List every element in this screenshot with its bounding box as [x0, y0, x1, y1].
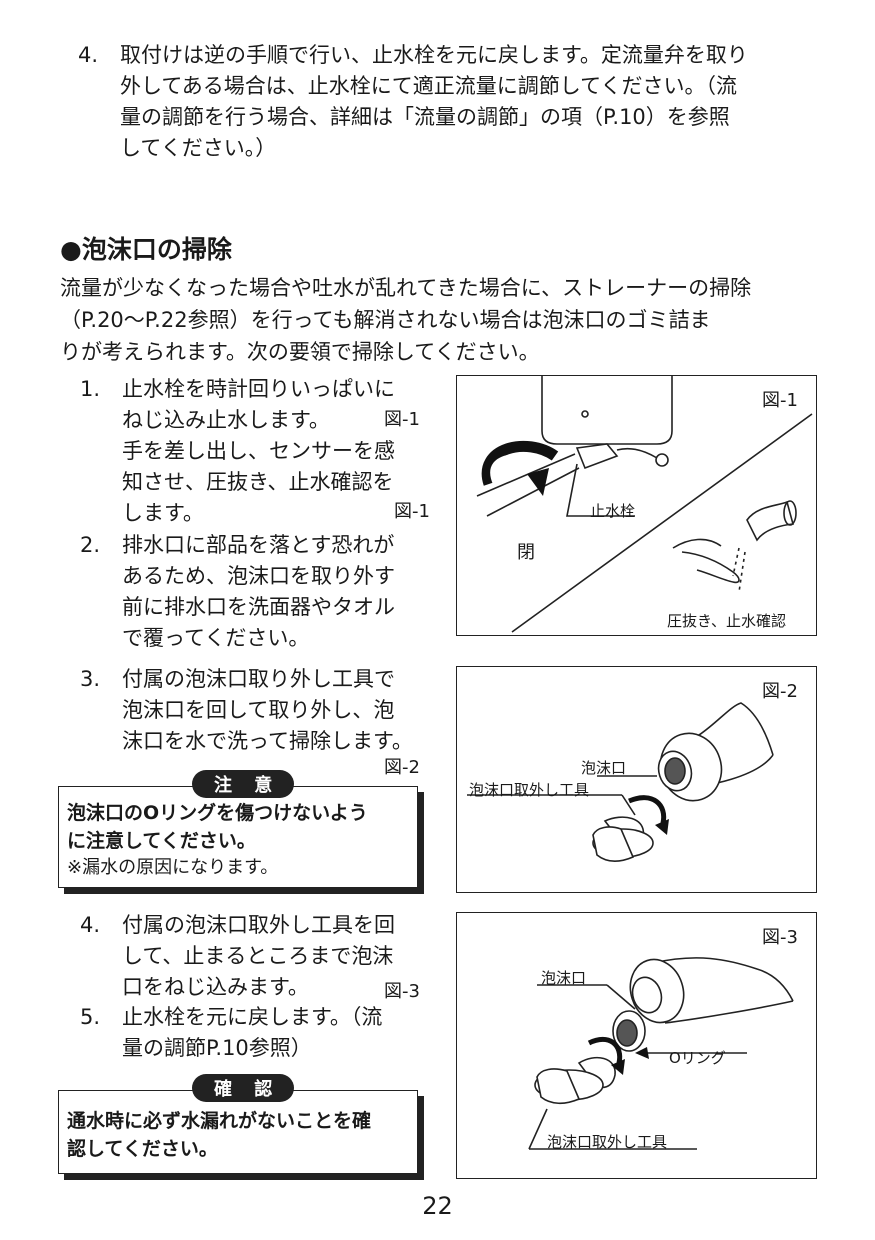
- figure-2-illustration: [467, 702, 774, 863]
- figure-2: 図-2 泡沫口 泡沫口取外し工具: [456, 666, 817, 893]
- prev-step-line: 外してある場合は、止水栓にて適正流量に調節してください。（流: [120, 74, 737, 98]
- prev-step-line: 取付けは逆の手順で行い、止水栓を元に戻します。定流量弁を取り: [120, 43, 748, 67]
- step-3: 3. 付属の泡沫口取り外し工具で 泡沫口を回して取り外し、泡 沫口を水で洗って掃…: [80, 664, 440, 778]
- caution-line: 泡沫口のOリングを傷つけないよう: [67, 802, 368, 824]
- intro-line: （P.20～P.22参照）を行っても解消されない場合は泡沫口のゴミ詰ま: [60, 308, 711, 332]
- aerator-tool-label: 泡沫口取外し工具: [469, 781, 590, 799]
- intro-line: 流量が少なくなった場合や吐水が乱れてきた場合に、ストレーナーの掃除: [60, 276, 752, 300]
- figure-1: 図-1 止水栓 閉 圧抜き、止水確認: [456, 375, 817, 636]
- step-line: 泡沫口を回して取り外し、泡: [122, 698, 395, 722]
- stopcock-label: 止水栓: [590, 502, 636, 520]
- oring-label: Oリング: [669, 1049, 726, 1067]
- prev-step-line: 量の調節を行う場合、詳細は「流量の調節」の項（P.10）を参照: [120, 105, 730, 129]
- figure-ref: 図-3: [384, 981, 420, 1002]
- figure-ref: 図-2: [384, 757, 420, 778]
- step-line: 付属の泡沫口取外し工具を回: [122, 913, 395, 937]
- step-line: あるため、泡沫口を取り外す: [122, 564, 395, 588]
- intro-line: りが考えられます。次の要領で掃除してください。: [60, 340, 540, 364]
- caution-box: 泡沫口のOリングを傷つけないよう に注意してください。 ※漏水の原因になります。: [58, 786, 418, 888]
- step-number: 2.: [80, 533, 101, 557]
- step-line: 付属の泡沫口取り外し工具で: [122, 667, 395, 691]
- confirm-label: 確 認: [192, 1074, 295, 1102]
- step-line: します。: [122, 501, 204, 525]
- step-line: 手を差し出し、センサーを感: [122, 439, 395, 463]
- step-number: 5.: [80, 1005, 101, 1029]
- step-line: 知させ、圧抜き、止水確認を: [122, 470, 394, 494]
- step-line: 止水栓を時計回りいっぱいに: [122, 377, 395, 401]
- figure-3-illustration: [528, 957, 794, 1150]
- close-label: 閉: [517, 542, 535, 563]
- step-4: 4. 付属の泡沫口取外し工具を回 して、止まるところまで泡沫 口をねじ込みます。…: [80, 910, 440, 1010]
- figure-3: 図-3 泡沫口 Oリング 泡沫口取外し工具: [456, 912, 817, 1179]
- figure-ref: 図-1: [394, 501, 430, 522]
- aerator-label: 泡沫口: [541, 969, 587, 987]
- confirm-box: 通水時に必ず水漏れがないことを確 認してください。: [58, 1090, 418, 1174]
- confirm-line: 認してください。: [67, 1138, 218, 1160]
- figure-2-label: 図-2: [762, 681, 798, 702]
- figure-1-label: 図-1: [762, 390, 798, 411]
- page-number: 22: [422, 1192, 453, 1220]
- confirm-line: 通水時に必ず水漏れがないことを確: [67, 1110, 372, 1132]
- figure-3-label: 図-3: [762, 927, 798, 948]
- step-line: ねじ込み止水します。: [122, 408, 330, 432]
- aerator-label: 泡沫口: [581, 759, 627, 777]
- step-line: 沫口を水で洗って掃除します。: [122, 729, 413, 753]
- step-number: 1.: [80, 377, 101, 401]
- step-1: 1. 止水栓を時計回りいっぱいに ねじ込み止水します。 手を差し出し、センサーを…: [80, 374, 440, 534]
- step-number: 3.: [80, 667, 101, 691]
- step-line: で覆ってください。: [122, 626, 310, 650]
- step-number: 4.: [80, 913, 101, 937]
- step-line: 止水栓を元に戻します。（流: [122, 1005, 383, 1029]
- step-line: 口をねじ込みます。: [122, 975, 309, 999]
- pressure-check-label: 圧抜き、止水確認: [667, 612, 786, 630]
- caution-note: ※漏水の原因になります。: [67, 857, 279, 878]
- step-number: 4.: [78, 43, 99, 67]
- figure-ref: 図-1: [384, 409, 420, 430]
- section-heading: ●泡沫口の掃除: [60, 235, 232, 264]
- step-line: 量の調節P.10参照）: [122, 1036, 312, 1060]
- caution-line: に注意してください。: [67, 830, 256, 852]
- figure-1-illustration: [476, 376, 813, 633]
- step-line: 前に排水口を洗面器やタオル: [122, 595, 395, 619]
- prev-step-line: してください。）: [120, 136, 277, 160]
- step-line: 排水口に部品を落とす恐れが: [122, 533, 395, 557]
- section-intro: 流量が少なくなった場合や吐水が乱れてきた場合に、ストレーナーの掃除 （P.20～…: [60, 272, 830, 368]
- aerator-tool-label: 泡沫口取外し工具: [547, 1133, 668, 1151]
- caution-label: 注 意: [192, 770, 295, 798]
- step-line: して、止まるところまで泡沫: [122, 944, 394, 968]
